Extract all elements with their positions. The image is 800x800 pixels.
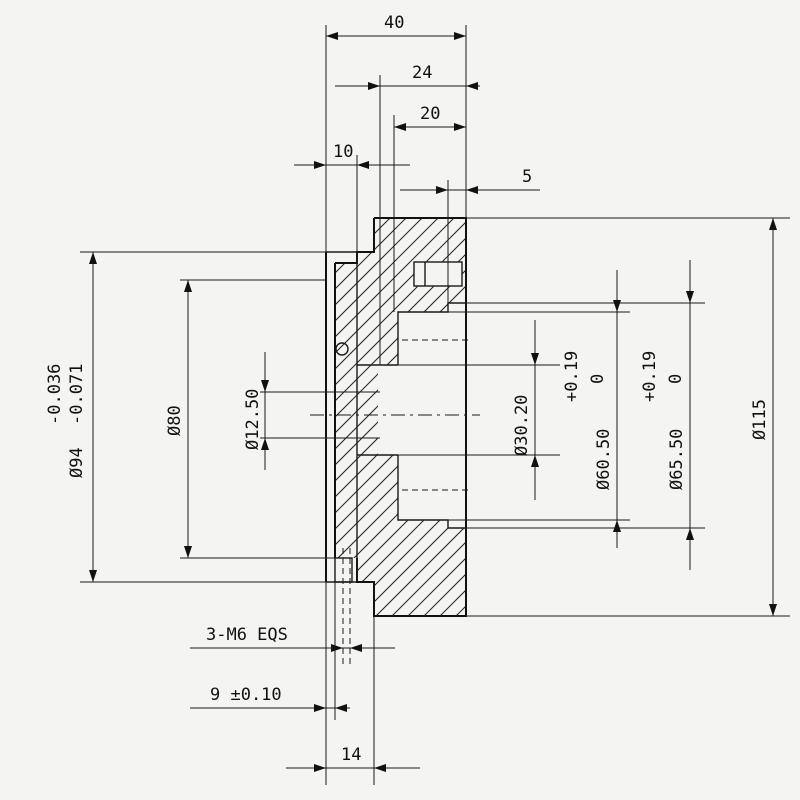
hatch-line [335,587,466,616]
hatch-line [335,218,466,357]
hatch-line [335,475,466,616]
hatch-line [335,443,466,616]
thread-note: 3-M6 EQS [206,625,288,645]
tol-60-50-upper: +0.19 [640,351,660,402]
dim-5: 5 [522,167,532,187]
hatch-line [335,427,466,616]
dim-thickness-9: 9 ±0.10 [210,685,282,705]
dim-dia-30-20: Ø30.20 [512,395,532,456]
hatch-line [335,218,466,293]
hatch-line [335,218,466,309]
tol-94-upper: -0.036 [45,364,65,425]
hatch-line [335,507,466,616]
dim-dia-60-50: Ø60.50 [594,429,614,490]
tol-94-lower: -0.071 [67,364,87,425]
dimension-labels: 40 24 20 10 5 Ø94 -0.036 -0.071 Ø80 Ø12.… [45,13,770,765]
dim-dia-94: Ø94 [67,447,87,478]
dim-40: 40 [384,13,404,33]
hatch-line [335,218,466,325]
hatch-line [335,555,466,616]
dim-24: 24 [412,63,432,83]
right-dimensions [398,217,790,617]
hatch-line [335,459,466,616]
hatch-line [335,218,466,389]
hatch-line [335,218,466,341]
hatch-line [335,218,466,277]
section-hatching [335,218,466,616]
dim-dia-65-50: Ø65.50 [667,429,687,490]
dim-10: 10 [333,142,353,162]
dim-dia-115: Ø115 [750,399,770,440]
tol-30-20-upper: +0.19 [562,351,582,402]
center-lines [310,339,480,665]
hatch-line [335,491,466,616]
dim-20: 20 [420,104,440,124]
tol-30-20-lower: 0 [588,374,608,384]
hatch-line [335,571,466,616]
left-dimensions [80,251,380,583]
dim-dia-80: Ø80 [165,405,185,436]
dim-dia-12-50: Ø12.50 [243,389,263,450]
bottom-dimensions [190,582,420,785]
hatch-line [335,603,466,616]
hatch-line [335,523,466,616]
tol-60-50-lower: 0 [666,374,686,384]
top-dimensions [294,25,540,365]
dim-14: 14 [341,745,361,765]
hatch-line [335,218,466,405]
hatch-line [335,218,466,373]
hatch-line [335,539,466,616]
hatch-line [335,218,466,261]
